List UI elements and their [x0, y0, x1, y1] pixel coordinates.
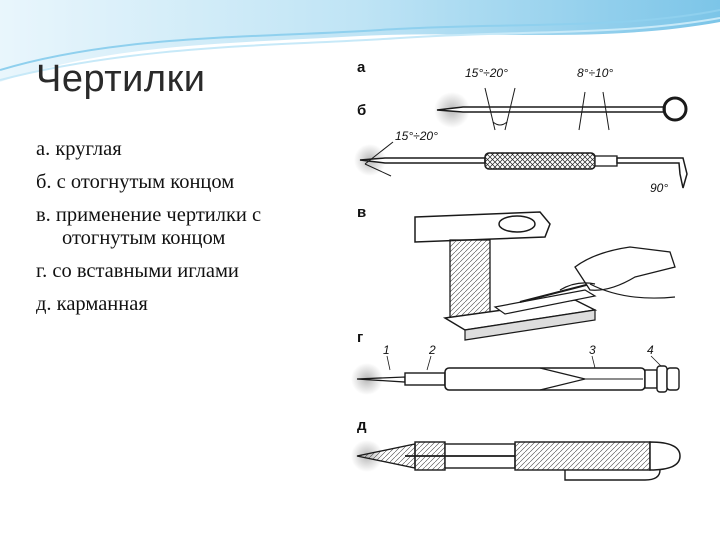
scriber-usage-scene — [414, 211, 676, 341]
angle-annotation: 8°÷10° — [577, 66, 613, 80]
label-a: а — [357, 59, 366, 76]
inserted-needle-scriber: 1 2 3 4 — [351, 343, 680, 395]
part-number-2: 2 — [428, 343, 436, 357]
list-item-bent-end: б. с отогнутым концом — [36, 171, 366, 194]
list-item-text: б. с отогнутым концом — [36, 171, 235, 193]
angle-annotation: 15°÷20° — [465, 66, 508, 80]
list-item-pocket: д. карманная — [36, 293, 366, 316]
label-b: б — [357, 102, 366, 119]
header-wave-decoration — [0, 0, 720, 82]
list-item-usage: в. применение чертилки с отогнутым концо… — [36, 204, 366, 250]
list-item-round: а. круглая — [36, 138, 366, 161]
label-v: в — [357, 204, 366, 221]
angle-annotation: 15°÷20° — [395, 129, 438, 143]
angle-annotation: 90° — [650, 181, 668, 195]
bent-end-scriber: 15°÷20° 90° — [354, 129, 688, 195]
round-scriber: 15°÷20° 8°÷10° — [434, 66, 688, 131]
list-item-text: д. карманная — [36, 293, 148, 315]
list-item-continuation: отогнутым концом — [62, 227, 226, 249]
list-item-text: г. со вставными иглами — [36, 260, 239, 282]
label-g: г — [357, 329, 363, 346]
part-number-1: 1 — [383, 343, 390, 357]
part-number-4: 4 — [647, 343, 654, 357]
list-item-text: а. круглая — [36, 138, 122, 160]
slide-title: Чертилки — [36, 58, 206, 100]
label-d: д — [357, 417, 367, 434]
bullet-list: а. круглая б. с отогнутым концом в. прим… — [36, 138, 366, 326]
part-number-3: 3 — [589, 343, 596, 357]
pocket-scriber — [351, 440, 681, 481]
scriber-illustration: а б в г д 15°÷20° 8°÷10° 15°÷20° — [351, 59, 688, 481]
list-item-inserted-needles: г. со вставными иглами — [36, 260, 366, 283]
list-item-text: в. применение чертилки с — [36, 204, 262, 226]
